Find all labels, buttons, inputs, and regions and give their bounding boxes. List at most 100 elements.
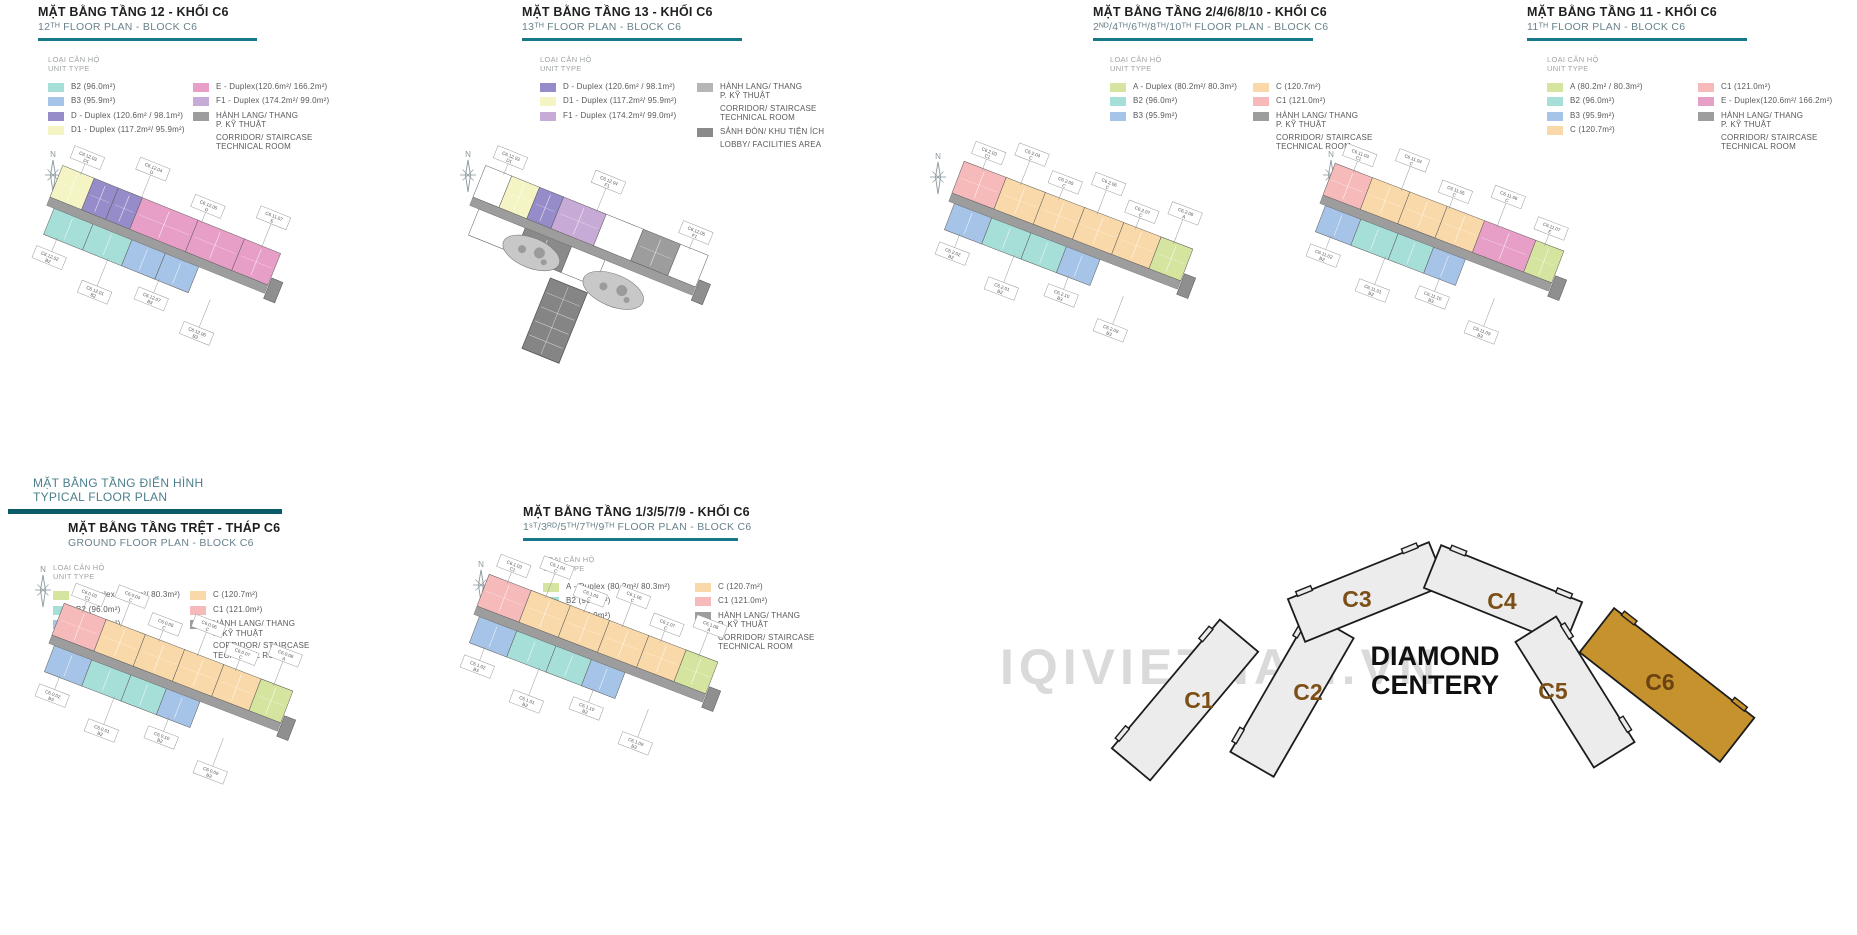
unit-wall-line: [173, 697, 183, 719]
legend-column-left: D - Duplex (120.6m² / 98.1m²)D1 - Duplex…: [540, 82, 697, 154]
unit-wall-line: [1073, 255, 1083, 277]
compass-needle: [465, 159, 471, 193]
legend: A (80.2m² / 80.3m²)B2 (96.0m²)B3 (95.9m²…: [1547, 82, 1832, 157]
unit-tag-code: C6.11.05: [1447, 185, 1466, 196]
legend-item-line: B2 (96.0m²): [71, 81, 116, 91]
tag-connector: [1135, 217, 1140, 230]
legend-item-line: P. KỸ THUẬT: [1721, 120, 1772, 129]
unit-tag-type: B3: [146, 299, 153, 306]
legend-item-line: HÀNH LANG/ THANG: [1721, 110, 1804, 120]
legend-item-line: A (80.2m² / 80.3m²): [1570, 81, 1643, 91]
legend-swatch: [1110, 111, 1126, 121]
legend-column-right: C1 (121.0m²)E - Duplex(120.6m²/ 166.2m²)…: [1698, 82, 1832, 157]
unit-wall-line: [63, 218, 73, 240]
legend-swatch: [1253, 111, 1269, 121]
legend-item-line: CORRIDOR/ STAIRCASE: [1276, 132, 1373, 142]
legend-item-label: C (120.7m²): [1570, 125, 1615, 135]
unit-tag-type: C: [663, 625, 669, 631]
compass-needle: [935, 161, 941, 195]
unit-tag-type: C: [1028, 155, 1034, 161]
legend-item-label: B2 (96.0m²): [71, 82, 115, 92]
tag-connector: [1496, 203, 1507, 228]
legend-item-label: F1 - Duplex (174.2m²/ 99.0m²): [563, 111, 676, 121]
legend-item-line: B2 (96.0m²): [1133, 96, 1178, 105]
legend-item: D1 - Duplex (117.2m²/ 95.9m²): [48, 125, 193, 135]
legend-item: B2 (96.0m²): [1547, 96, 1698, 106]
legend-item-line: C (120.7m²): [1276, 81, 1321, 91]
site-block-notch: [1559, 621, 1575, 641]
legend-item: B2 (96.0m²): [48, 82, 193, 92]
unit-inner-line: [138, 214, 190, 235]
legend-item-label: C1 (121.0m²): [1721, 82, 1771, 92]
unit-inner-line: [181, 666, 216, 680]
unit-tag-type: B2: [1368, 291, 1375, 298]
unit-inner-line: [602, 230, 635, 244]
unit-tag-code: C6.11.01: [1363, 284, 1382, 295]
compass-north-label: N: [935, 152, 941, 161]
tag-connector: [120, 602, 130, 628]
unit-tag-code: C6.1.06: [626, 590, 643, 601]
unit-tag-code: C6.0.05: [157, 618, 174, 629]
tag-connector: [1434, 277, 1441, 292]
unit-wall-line: [564, 655, 573, 677]
unit-tag-code: C6.1.01: [519, 695, 536, 706]
legend-swatch: [695, 597, 711, 606]
section-underline: [8, 509, 282, 514]
unit-tag-box: [568, 696, 604, 721]
unit-tag-code: C6.1.08: [702, 620, 719, 631]
unit-tag-box: [71, 582, 107, 608]
legend-item-line: D1 - Duplex (117.2m²/ 95.9m²): [71, 125, 185, 134]
unit-inner-line: [567, 622, 601, 636]
unit-tag-type: C1: [984, 153, 992, 160]
legend-item: D - Duplex (120.6m² / 98.1m²): [540, 82, 697, 92]
unit-inner-line: [220, 681, 253, 694]
project-name-line2: CENTERY: [1371, 670, 1499, 700]
legend-item: A - Duplex (80.2m²/ 80.3m²): [543, 582, 695, 592]
legend-item-label: C (120.7m²): [718, 582, 763, 592]
legend-swatch: [1253, 82, 1269, 92]
unit-tag-code: C6.1.02: [469, 660, 486, 671]
tag-connector: [1112, 296, 1124, 325]
unit-wall-line: [1039, 242, 1048, 264]
unit-tag-code: C6.1.09: [627, 737, 644, 748]
legend-item-line: P. KỸ THUẬT: [718, 620, 769, 629]
unit-tag-box: [459, 654, 495, 679]
unit-inner-line: [240, 255, 272, 269]
legend-swatch: [1110, 82, 1126, 92]
site-block-notch: [1114, 724, 1131, 743]
tower-grid-line: [540, 287, 569, 355]
tag-connector: [163, 717, 170, 732]
unit-tag-code: C6.2.10: [1053, 289, 1070, 300]
unit-wall-line: [492, 221, 502, 242]
legend-column-right: E - Duplex(120.6m²/ 166.2m²)F1 - Duplex …: [193, 82, 329, 157]
unit-tag-type: E: [270, 218, 275, 224]
unit-tag-code: C6.12.05: [687, 225, 707, 237]
unit-tag-box: [114, 584, 150, 609]
legend-item-line: D - Duplex (120.6m² / 98.1m²): [71, 110, 184, 120]
unit-tag-type: B2: [947, 254, 954, 261]
unit-tag-type: C: [1138, 212, 1144, 218]
unit-inner-line: [1443, 223, 1476, 236]
unit-tag-type: B2: [581, 708, 588, 715]
title-underline: [1527, 38, 1747, 41]
site-block-notch: [1449, 544, 1468, 557]
unit-tag-box: [572, 583, 608, 608]
legend-swatch: [1253, 97, 1269, 106]
roof-garden-detail: [533, 247, 545, 259]
unit-inner-line: [559, 213, 598, 229]
compass-north-label: N: [478, 560, 484, 569]
site-block-C1: [1110, 618, 1260, 782]
unit-inner-line: [535, 203, 555, 212]
legend-item-label: D - Duplex (120.6m² / 98.1m²): [563, 82, 675, 92]
legend-item-line: HÀNH LANG/ THANG: [718, 610, 801, 620]
legend-swatch: [1698, 97, 1714, 106]
tag-connector: [583, 601, 589, 613]
